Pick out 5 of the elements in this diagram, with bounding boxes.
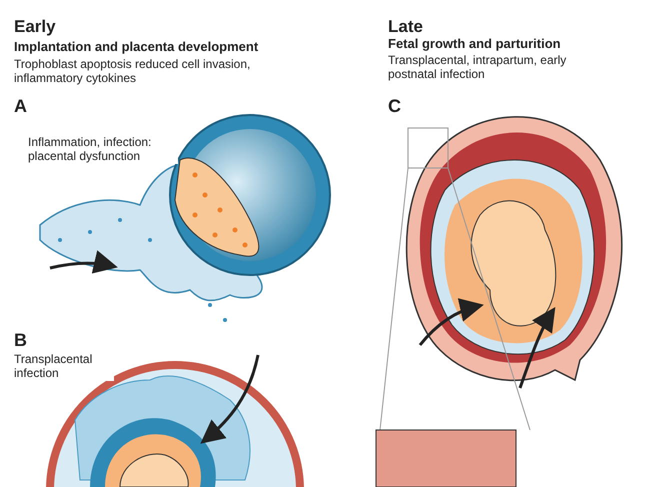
subheading: Implantation and placenta development xyxy=(14,39,258,55)
section-heading: Early xyxy=(14,17,56,38)
subheading: Fetal growth and parturition xyxy=(388,36,561,52)
annotation-text: Transplacental infection xyxy=(14,352,114,381)
annotation-text: Inflammation, infection: placental dysfunction xyxy=(28,135,178,164)
